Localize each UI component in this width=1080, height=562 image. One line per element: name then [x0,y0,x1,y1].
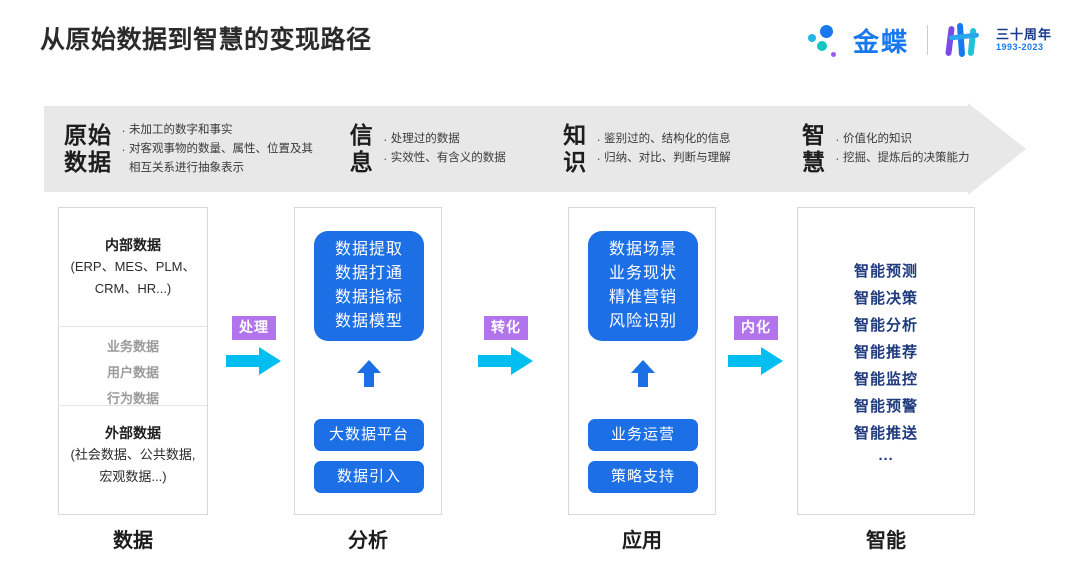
card-analysis: 数据提取 数据打通 数据指标 数据模型 大数据平台 数据引入 [294,207,442,515]
banner-point: · 对客观事物的数量、属性、位置及其相互关系进行抽象表示 [118,140,319,178]
card-data-sources: 内部数据 (ERP、MES、PLM、 CRM、HR...) 业务数据 用户数据 … [58,207,208,515]
internal-data-sub-line2: CRM、HR...) [94,281,172,296]
analysis-ingest-pill: 数据引入 [314,461,424,493]
data-type-item: 行为数据 [106,391,159,406]
bullet-dot-icon: · [383,151,388,166]
connector-transformation: 转化 [474,316,538,376]
intelligence-item: 智能预测 [853,263,918,280]
external-data-sub-line2: 宏观数据...) [99,469,167,484]
banner-point: · 价值化的知识 [832,130,970,149]
analysis-capability-item: 数据提取 [334,241,403,258]
column-footer-analysis: 分析 [348,530,388,552]
connector-label: 转化 [484,316,528,340]
application-strategy-pill: 策略支持 [588,461,698,493]
banner-stage-wisdom: 智 慧 · 价值化的知识 · 挖掘、提炼后的决策能力 [802,103,984,195]
up-arrow-icon [630,360,656,388]
maturity-banner: 原始 数据 · 未加工的数字和事实 · 对客观事物的数量、属性、位置及其相互关系… [44,103,1026,195]
bullet-dot-icon: · [121,122,126,138]
bullet-dot-icon: · [835,132,840,147]
connector-processing: 处理 [222,316,286,376]
card-divider [59,405,207,406]
external-data-title: 外部数据 [105,425,161,441]
card-intelligence: 智能预测 智能决策 智能分析 智能推荐 智能监控 智能预警 智能推送 ··· [797,207,975,515]
banner-stage-points: · 未加工的数字和事实 · 对客观事物的数量、属性、位置及其相互关系进行抽象表示 [118,121,319,178]
intelligence-item: 智能监控 [853,371,918,388]
bullet-dot-icon: · [383,132,388,147]
analysis-capability-item: 数据指标 [334,289,403,306]
banner-stage-information: 信 息 · 处理过的数据 · 实效性、有含义的数据 [350,103,563,195]
application-scenario-item: 风险识别 [608,313,677,330]
data-type-list: 业务数据 用户数据 行为数据 [59,334,207,412]
banner-point: · 实效性、有含义的数据 [380,149,506,168]
column-footer-data: 数据 [113,530,153,552]
banner-arrow-shape [44,103,1026,195]
up-arrow-icon [356,360,382,388]
bullet-dot-icon: · [596,132,601,147]
connector-internalization: 内化 [724,316,788,376]
intelligence-item: 智能分析 [853,317,918,334]
banner-stage-raw-data: 原始 数据 · 未加工的数字和事实 · 对客观事物的数量、属性、位置及其相互关系… [44,103,350,195]
application-operations-pill: 业务运营 [588,419,698,451]
card-divider [59,326,207,327]
analysis-capability-item: 数据模型 [334,313,403,330]
external-data-block: 外部数据 (社会数据、公共数据, 宏观数据...) [59,422,207,488]
banner-point: · 挖掘、提炼后的决策能力 [832,149,969,168]
intelligence-item: 智能推荐 [853,344,918,361]
application-scenario-box: 数据场景 业务现状 精准营销 风险识别 [588,231,698,341]
connector-label: 处理 [232,316,276,340]
intelligence-item: 智能推送 [853,425,918,442]
right-arrow-icon [474,346,538,376]
column-footer-intelligence: 智能 [866,530,906,552]
brand-divider [926,25,928,55]
anniversary-mark-icon [945,22,984,58]
intelligence-capability-list: 智能预测 智能决策 智能分析 智能推荐 智能监控 智能预警 智能推送 ··· [798,258,974,473]
application-scenario-item: 业务现状 [608,265,677,282]
banner-stage-list: 原始 数据 · 未加工的数字和事实 · 对客观事物的数量、属性、位置及其相互关系… [44,103,984,195]
analysis-capability-box: 数据提取 数据打通 数据指标 数据模型 [314,231,424,341]
anniversary-years: 1993-2023 [995,42,1044,52]
banner-stage-points: · 价值化的知识 · 挖掘、提炼后的决策能力 [832,130,970,168]
intelligence-item: 智能预警 [853,398,918,415]
banner-stage-term: 智 慧 [801,122,826,175]
card-application: 数据场景 业务现状 精准营销 风险识别 业务运营 策略支持 [568,207,716,515]
banner-stage-term: 知 识 [563,122,588,175]
intelligence-item: 智能决策 [853,290,918,307]
banner-stage-term: 原始 数据 [64,122,112,175]
bullet-dot-icon: · [835,151,840,166]
bullet-dot-icon: · [596,151,601,166]
anniversary-label: 三十周年 [995,27,1052,42]
application-scenario-item: 数据场景 [608,241,677,258]
data-type-item: 用户数据 [106,365,159,380]
logo-dots-icon [807,22,843,58]
right-arrow-icon [724,346,788,376]
right-arrow-icon [222,346,286,376]
page-title: 从原始数据到智慧的变现路径 [40,26,372,54]
banner-point: · 归纳、对比、判断与理解 [593,149,730,168]
banner-stage-knowledge: 知 识 · 鉴别过的、结构化的信息 · 归纳、对比、判断与理解 [563,103,802,195]
banner-stage-points: · 鉴别过的、结构化的信息 · 归纳、对比、判断与理解 [593,130,730,168]
external-data-sub-line1: (社会数据、公共数据, [70,447,196,462]
data-type-item: 业务数据 [106,339,159,354]
banner-point: · 处理过的数据 [380,130,506,149]
application-scenario-item: 精准营销 [608,289,677,306]
banner-point: · 未加工的数字和事实 [118,121,319,140]
internal-data-sub-line1: (ERP、MES、PLM、 [70,259,196,274]
connector-label: 内化 [734,316,778,340]
banner-point: · 鉴别过的、结构化的信息 [593,130,730,149]
column-footer-application: 应用 [622,530,662,552]
kingdee-logo: 金蝶 三十周年 1993-2023 [807,18,1052,62]
internal-data-block: 内部数据 (ERP、MES、PLM、 CRM、HR...) [59,234,207,300]
analysis-capability-item: 数据打通 [334,265,403,282]
bullet-dot-icon: · [121,141,126,157]
intelligence-more-indicator: ··· [878,451,894,468]
analysis-platform-pill: 大数据平台 [314,419,424,451]
banner-stage-points: · 处理过的数据 · 实效性、有含义的数据 [380,130,506,168]
internal-data-title: 内部数据 [105,237,161,253]
banner-stage-term: 信 息 [349,122,374,175]
anniversary-text: 三十周年 1993-2023 [996,27,1052,53]
brand-name: 金蝶 [852,26,909,57]
